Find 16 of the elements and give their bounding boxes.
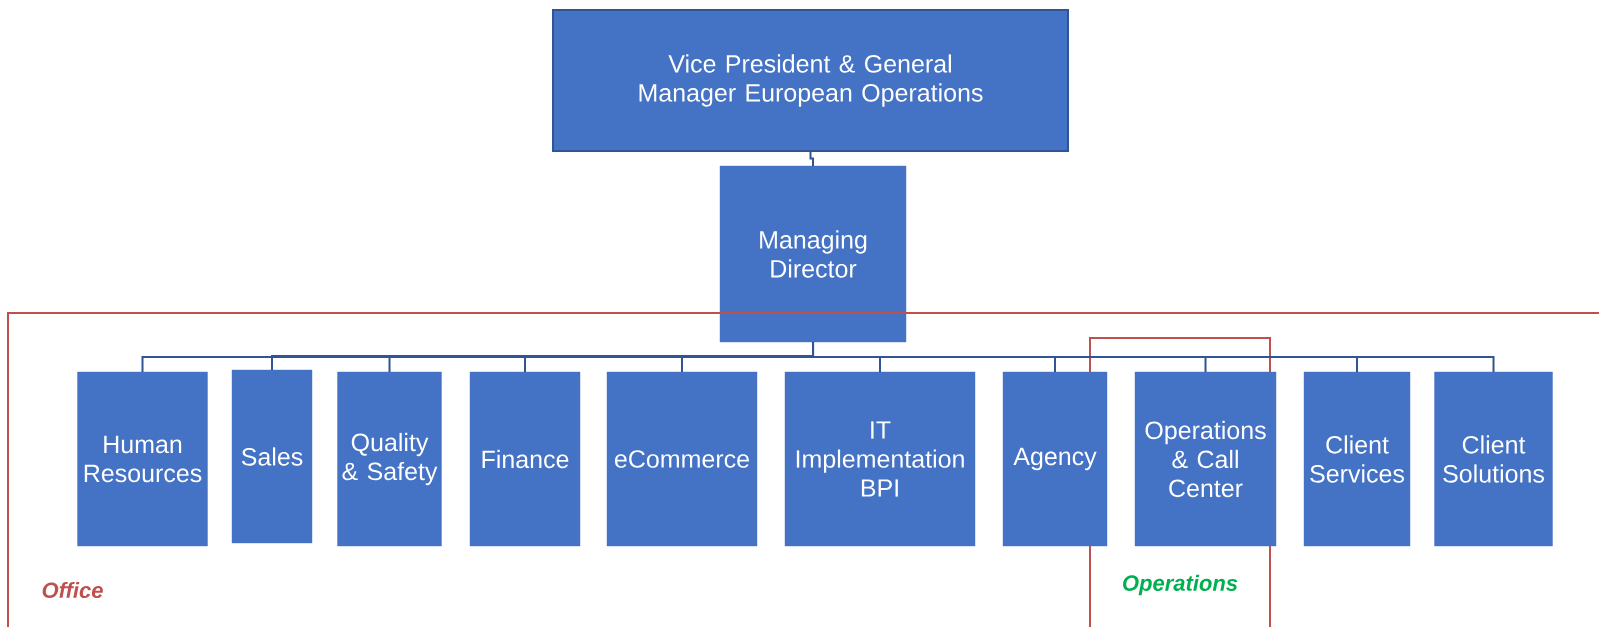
region-label: Office [42,581,103,599]
department-box: Client Services [1303,371,1411,547]
connector-line [812,341,1495,373]
connector-line [809,150,814,167]
department-box: Agency [1002,371,1108,547]
department-box: IT Implementation BPI [784,371,976,547]
department-box: Client Solutions [1434,371,1553,547]
department-box: Managing Director [719,165,907,343]
region-label: Operations [1123,574,1238,596]
department-box: Human Resources [77,371,208,547]
department-box: Operations & Call Center [1134,371,1277,547]
department-box: Finance [469,371,581,547]
department-box: eCommerce [606,371,758,547]
department-box: Sales [231,369,313,544]
title-box: Vice President & General Manager European Operations [552,9,1069,152]
department-box: Quality & Safety [337,371,442,547]
